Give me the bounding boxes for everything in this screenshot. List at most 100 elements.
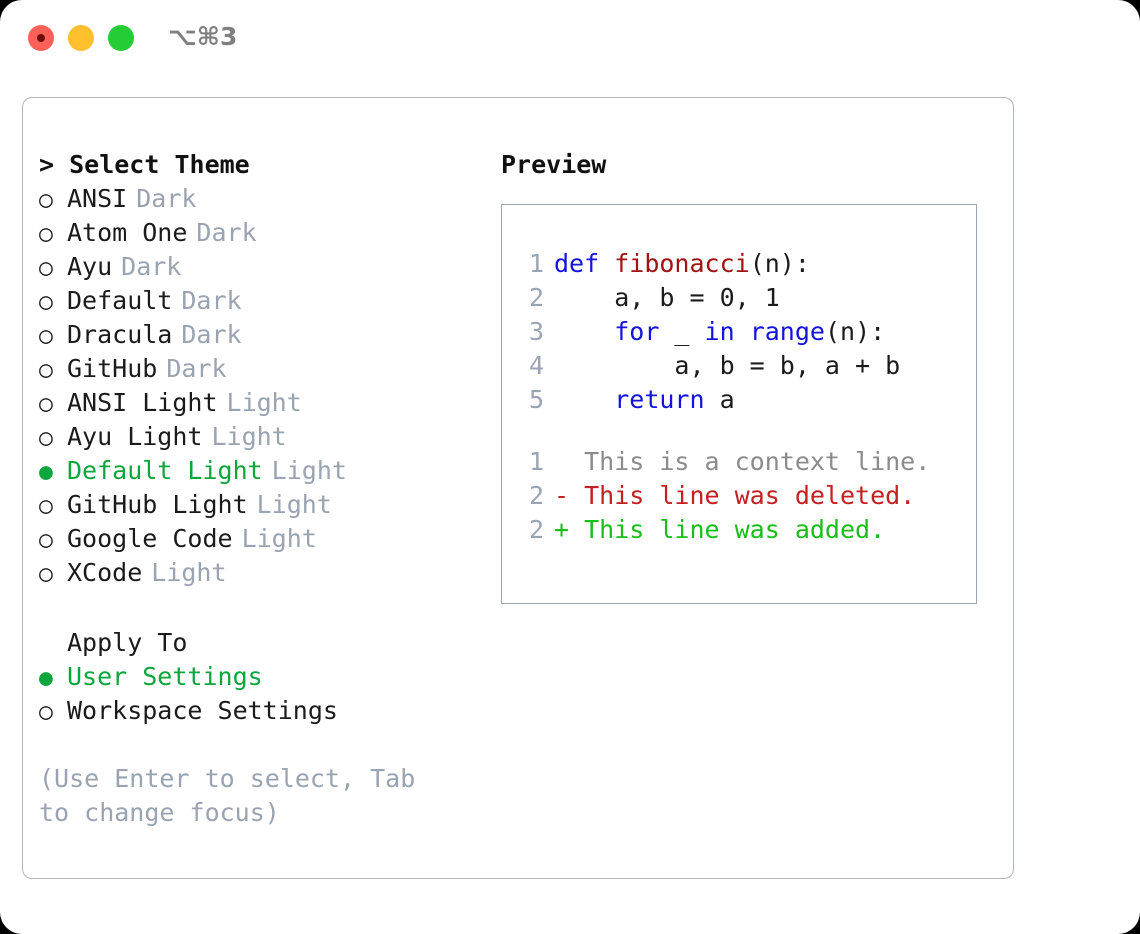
hint-spacer	[39, 728, 479, 762]
theme-option-label: Default Light	[67, 456, 263, 485]
code-token-kw: def	[554, 249, 615, 278]
title-bar: ⌥⌘3	[0, 0, 1140, 78]
preview-header: Preview	[501, 150, 607, 179]
theme-option-tag: Dark	[166, 354, 227, 383]
code-token-kw: return	[614, 385, 705, 414]
diff-line-text: This is a context line.	[584, 447, 931, 476]
theme-option-label: ANSI	[67, 184, 128, 213]
theme-option-atom-one[interactable]: ○ Atom One Dark	[39, 216, 479, 250]
radio-selected-icon: ●	[39, 459, 53, 485]
close-button[interactable]	[28, 25, 54, 51]
code-token-plain	[735, 317, 750, 346]
code-token-fn: fibonacci	[614, 249, 750, 278]
diff-line-add: 2 + This line was added.	[514, 513, 970, 547]
diff-line-number: 1	[528, 447, 544, 476]
theme-option-label: ANSI Light	[67, 388, 218, 417]
code-line-text: return a	[554, 383, 735, 417]
code-token-plain: a, b = 0, 1	[554, 283, 780, 312]
radio-selected-icon: ●	[39, 665, 53, 691]
radio-unselected-icon: ○	[39, 699, 53, 725]
theme-option-tag: Light	[241, 524, 317, 553]
theme-option-xcode[interactable]: ○ XCode Light	[39, 556, 479, 590]
diff-marker: +	[554, 515, 585, 544]
code-line-text: a, b = 0, 1	[554, 281, 780, 315]
section-spacer	[39, 590, 479, 626]
code-token-plain: a	[704, 385, 735, 414]
code-token-plain: (n):	[749, 249, 810, 278]
radio-unselected-icon: ○	[39, 391, 53, 417]
diff-marker	[554, 445, 584, 479]
radio-unselected-icon: ○	[39, 493, 53, 519]
code-line: 2 a, b = 0, 1	[514, 281, 970, 315]
theme-option-ayu-light[interactable]: ○ Ayu Light Light	[39, 420, 479, 454]
theme-option-label: GitHub	[67, 354, 158, 383]
theme-option-label: Ayu	[67, 252, 113, 281]
radio-unselected-icon: ○	[39, 561, 53, 587]
code-line: 4 a, b = b, a + b	[514, 349, 970, 383]
radio-unselected-icon: ○	[39, 527, 53, 553]
maximize-button[interactable]	[108, 25, 134, 51]
code-line-text: def fibonacci(n):	[554, 247, 810, 281]
code-line: 3 for _ in range(n):	[514, 315, 970, 349]
theme-option-ayu[interactable]: ○ Ayu Dark	[39, 250, 479, 284]
theme-option-label: Atom One	[67, 218, 188, 247]
diff-line-number: 2	[528, 515, 544, 544]
radio-unselected-icon: ○	[39, 323, 53, 349]
select-theme-header: > Select Theme	[39, 150, 250, 179]
theme-option-tag: Light	[271, 456, 347, 485]
code-token-plain: (n):	[824, 317, 886, 346]
diff-marker: -	[554, 481, 585, 510]
radio-unselected-icon: ○	[39, 187, 53, 213]
theme-option-label: Ayu Light	[67, 422, 203, 451]
radio-unselected-icon: ○	[39, 289, 53, 315]
diff-line-text: This line was added.	[584, 515, 886, 544]
code-token-kw: in	[704, 317, 735, 346]
diff-line-context: 1 This is a context line.	[514, 445, 970, 479]
theme-option-tag: Dark	[196, 218, 257, 247]
theme-option-tag: Light	[151, 558, 227, 587]
theme-option-label: XCode	[67, 558, 143, 587]
theme-option-github[interactable]: ○ GitHub Dark	[39, 352, 479, 386]
radio-unselected-icon: ○	[39, 357, 53, 383]
diff-line-number: 2	[528, 481, 544, 510]
code-line-number: 3	[528, 317, 544, 346]
keyboard-hint-text: (Use Enter to select, Tab to change focu…	[39, 764, 416, 827]
code-line: 1 def fibonacci(n):	[514, 247, 970, 281]
theme-option-tag: Light	[226, 388, 302, 417]
theme-option-tag: Light	[211, 422, 287, 451]
theme-option-tag: Dark	[181, 320, 242, 349]
code-line-number: 2	[528, 283, 544, 312]
code-token-kw: for	[614, 317, 660, 346]
theme-option-dracula[interactable]: ○ Dracula Dark	[39, 318, 479, 352]
code-line-number: 4	[528, 351, 544, 380]
apply-to-option-user-settings[interactable]: ●User Settings	[39, 660, 479, 694]
theme-option-label: GitHub Light	[67, 490, 248, 519]
theme-option-tag: Dark	[121, 252, 182, 281]
apply-to-header: Apply To	[67, 628, 188, 657]
code-token-plain	[554, 385, 614, 414]
theme-option-label: Dracula	[67, 320, 173, 349]
radio-unselected-icon: ○	[39, 221, 53, 247]
code-line: 5 return a	[514, 383, 970, 417]
minimize-button[interactable]	[68, 25, 94, 51]
theme-option-ansi-light[interactable]: ○ ANSI Light Light	[39, 386, 479, 420]
keyboard-shortcut-label: ⌥⌘3	[168, 22, 238, 51]
code-line-number: 1	[528, 249, 544, 278]
radio-unselected-icon: ○	[39, 255, 53, 281]
traffic-light-group	[28, 25, 134, 51]
code-line-number: 5	[528, 385, 544, 414]
theme-option-label: Default	[67, 286, 173, 315]
apply-to-option-workspace-settings[interactable]: ○Workspace Settings	[39, 694, 479, 728]
radio-unselected-icon: ○	[39, 425, 53, 451]
theme-option-default-light[interactable]: ● Default Light Light	[39, 454, 479, 488]
diff-separator	[514, 417, 970, 445]
